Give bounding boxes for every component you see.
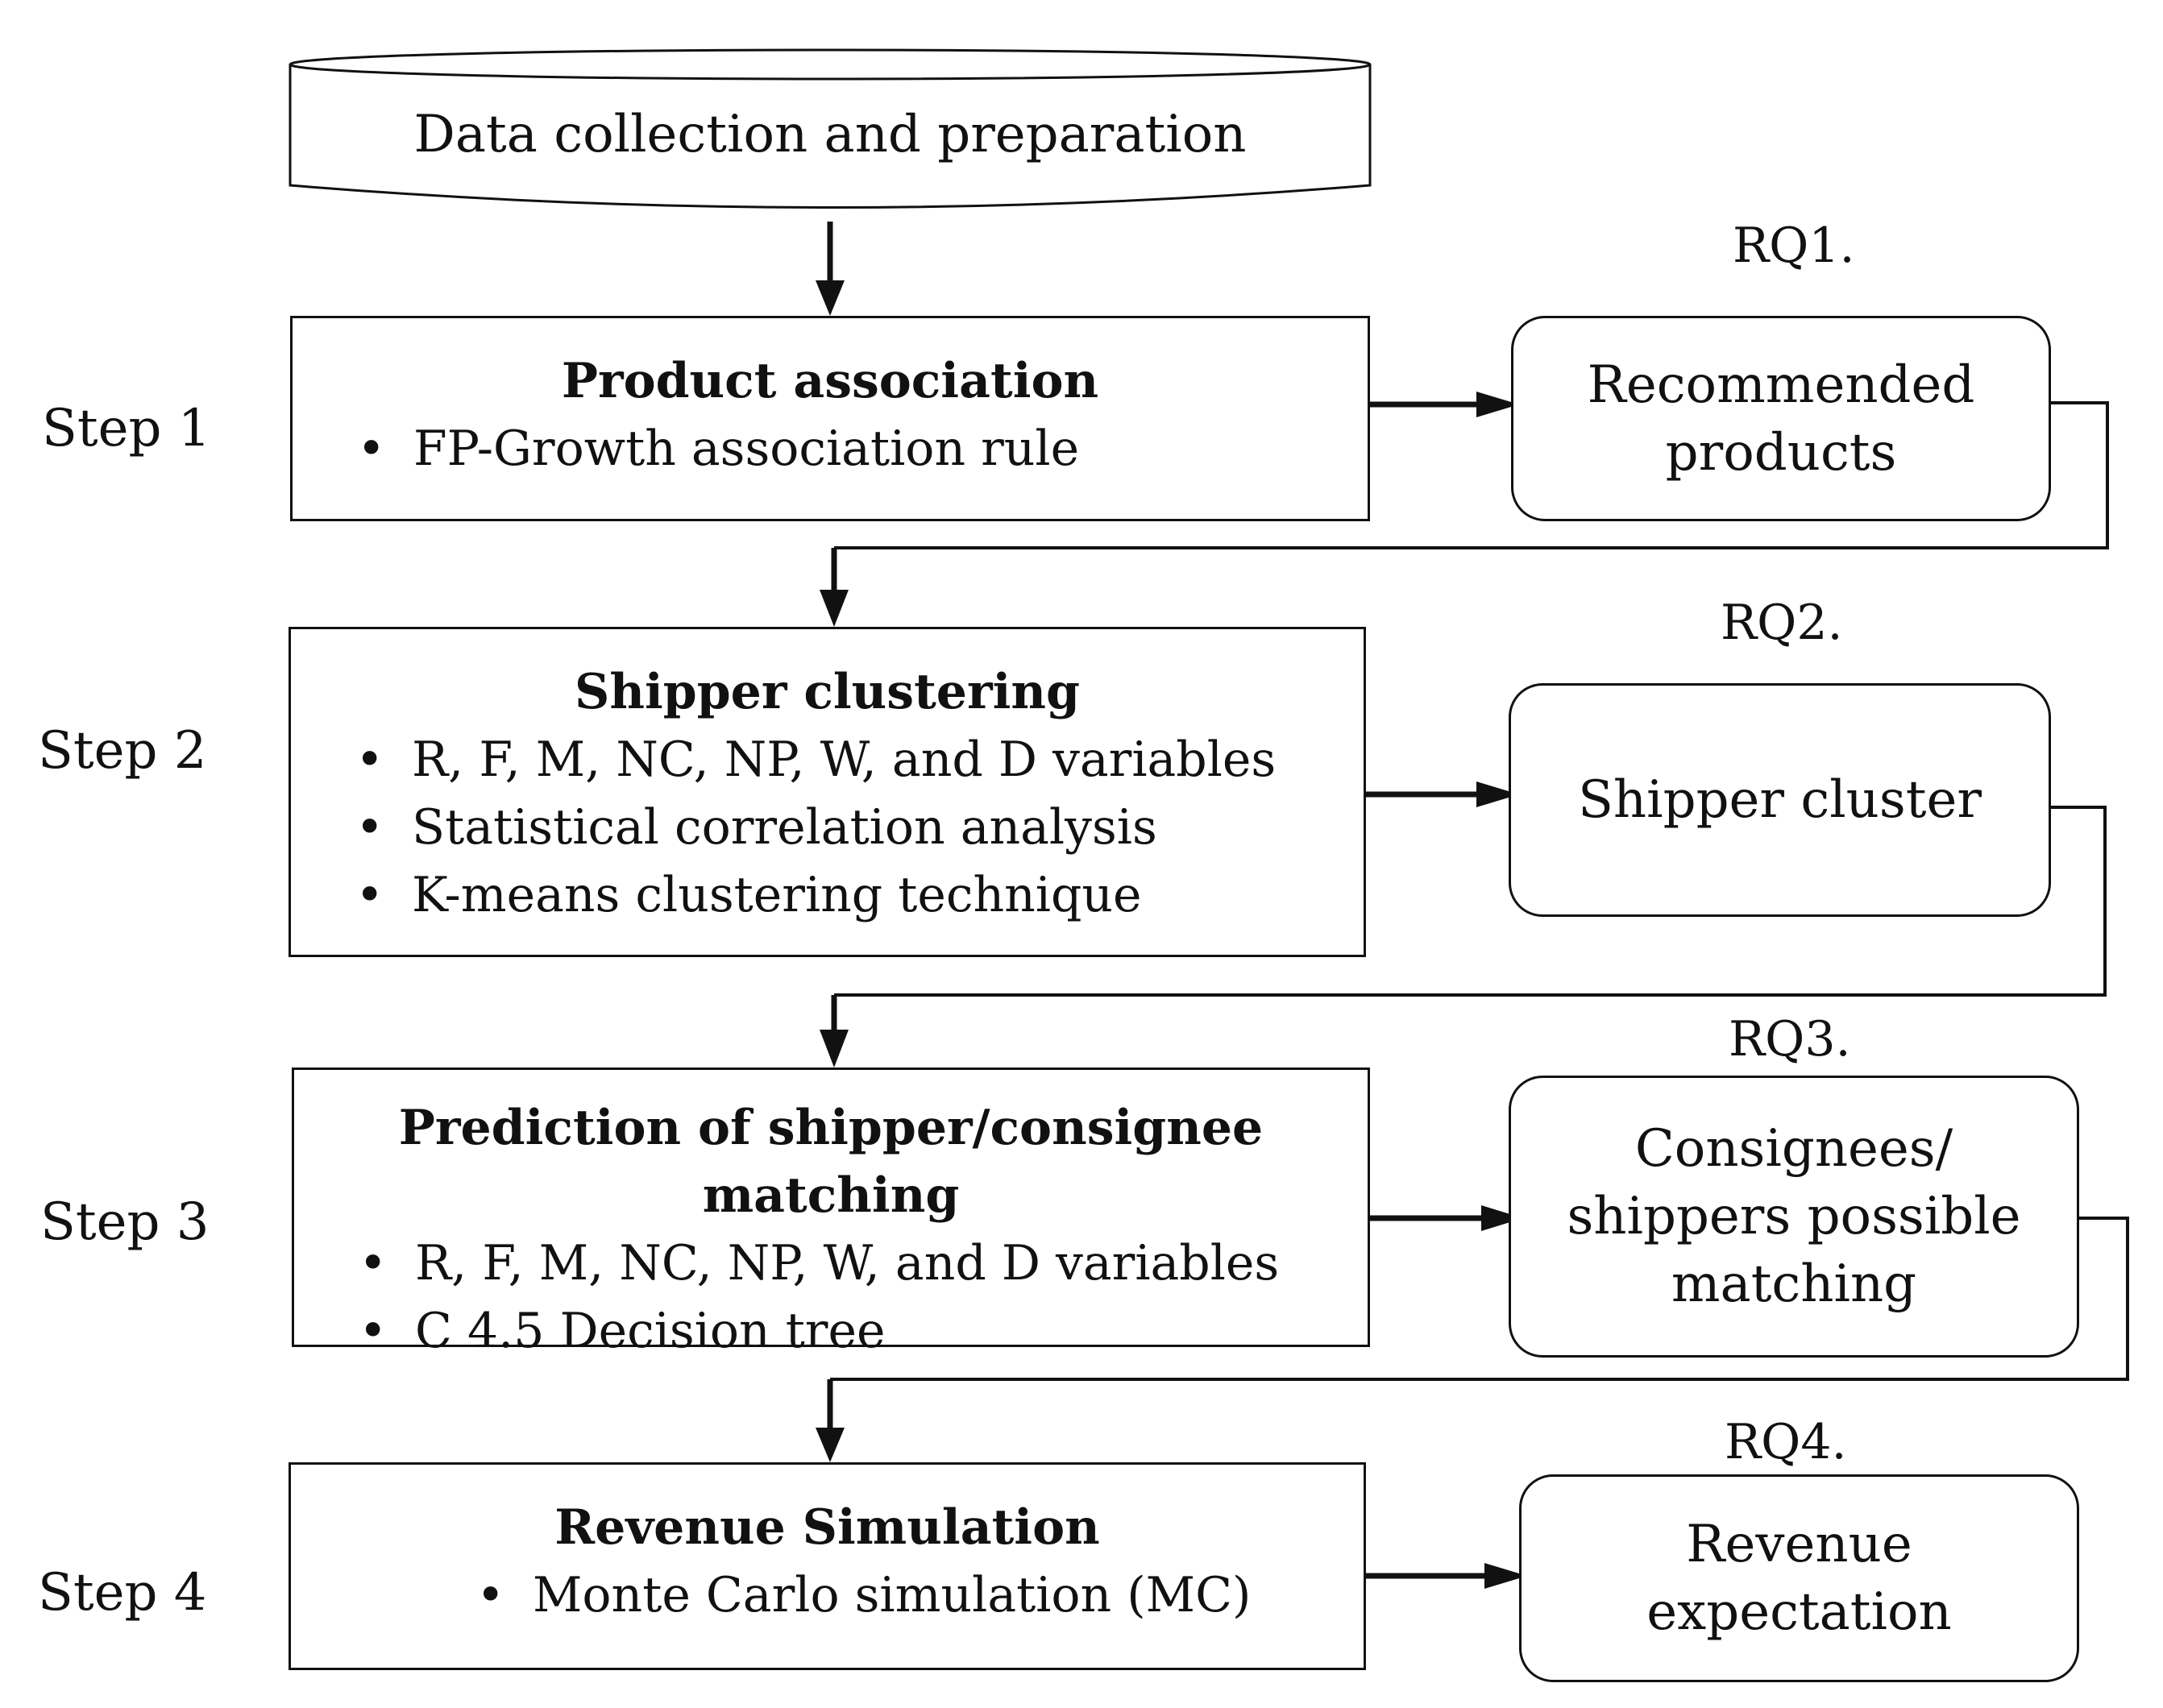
bullet-item: C 4.5 Decision tree bbox=[294, 1297, 1368, 1365]
bullet-item: K-means clustering technique bbox=[291, 861, 1364, 929]
arrowheads bbox=[816, 280, 1527, 1589]
arrowhead bbox=[816, 280, 845, 316]
arrowhead bbox=[1476, 392, 1519, 417]
arrowhead bbox=[820, 1030, 849, 1068]
step-4-bullets: Monte Carlo simulation (MC) bbox=[291, 1561, 1364, 1629]
step-3-label: Step 3 bbox=[40, 1192, 210, 1252]
step-3-title: Prediction of shipper/consignee matching bbox=[398, 1100, 1264, 1224]
arrowhead bbox=[1481, 1205, 1523, 1231]
arrowhead bbox=[816, 1428, 845, 1462]
arrowhead bbox=[820, 590, 849, 627]
bullet-item: R, F, M, NC, NP, W, and D variables bbox=[294, 1229, 1368, 1297]
connector-output1-to-step2 bbox=[834, 401, 2109, 549]
arrowhead bbox=[1476, 781, 1519, 807]
output-shipper-cluster: Shipper cluster bbox=[1509, 683, 2051, 917]
step-2-title: Shipper clustering bbox=[575, 664, 1080, 720]
bullet-item: Monte Carlo simulation (MC) bbox=[412, 1561, 1364, 1629]
step-4-box: Revenue Simulation Monte Carlo simulatio… bbox=[289, 1462, 1366, 1670]
database-cylinder bbox=[289, 48, 1372, 209]
bullet-item: FP-Growth association rule bbox=[293, 415, 1368, 483]
step-1-title: Product association bbox=[561, 353, 1099, 409]
bullet-item: Statistical correlation analysis bbox=[291, 794, 1364, 861]
connector-output3-to-step4 bbox=[830, 1217, 2129, 1381]
bullet-item: R, F, M, NC, NP, W, and D variables bbox=[291, 726, 1364, 794]
step-2-box: Shipper clustering R, F, M, NC, NP, W, a… bbox=[289, 627, 1366, 957]
rq2-label: RQ2. bbox=[1721, 595, 1843, 651]
output-recommended-products: Recommended products bbox=[1511, 316, 2051, 521]
data-collection-label: Data collection and preparation bbox=[413, 105, 1247, 164]
output-revenue-expectation: Revenue expectation bbox=[1519, 1474, 2079, 1682]
step-4-title: Revenue Simulation bbox=[554, 1499, 1100, 1556]
step-3-bullets: R, F, M, NC, NP, W, and D variables C 4.… bbox=[294, 1229, 1368, 1365]
rq1-label: RQ1. bbox=[1733, 218, 1855, 274]
output-consignees-shippers-matching: Consignees/ shippers possible matching bbox=[1509, 1076, 2079, 1358]
arrowhead bbox=[1484, 1563, 1527, 1589]
step-3-box: Prediction of shipper/consignee matching… bbox=[292, 1068, 1370, 1365]
step-1-box: Product association FP-Growth associatio… bbox=[290, 316, 1370, 521]
step-2-bullets: R, F, M, NC, NP, W, and D variables Stat… bbox=[291, 726, 1364, 929]
rq4-label: RQ4. bbox=[1725, 1414, 1847, 1470]
step-4-label: Step 4 bbox=[38, 1563, 207, 1623]
connector-output2-to-step3 bbox=[834, 806, 2107, 997]
step-1-bullets: FP-Growth association rule bbox=[293, 415, 1368, 483]
step-2-label: Step 2 bbox=[38, 721, 207, 781]
rq3-label: RQ3. bbox=[1729, 1011, 1851, 1068]
step-1-label: Step 1 bbox=[42, 399, 211, 458]
